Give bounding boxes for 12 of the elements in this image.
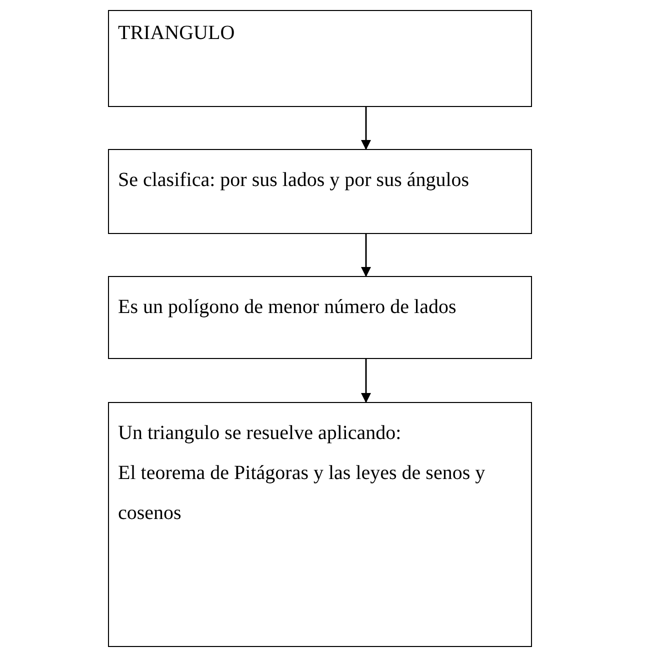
- arrow: [361, 107, 371, 150]
- box-text: Se clasifica: por sus lados y por sus ángulos: [118, 168, 470, 193]
- box-text: TRIANGULO: [118, 21, 236, 45]
- arrow: [361, 359, 371, 403]
- process-box: [108, 10, 532, 107]
- box-text: Es un polígono de menor número de lados: [118, 295, 458, 320]
- process-box: [108, 149, 532, 234]
- process-box: [108, 276, 532, 359]
- process-box: [108, 402, 532, 647]
- arrow: [361, 234, 371, 277]
- box-text: Un triangulo se resuelve aplicando:: [118, 421, 402, 446]
- box-text: El teorema de Pitágoras y las leyes de senos y cosenos: [118, 461, 486, 526]
